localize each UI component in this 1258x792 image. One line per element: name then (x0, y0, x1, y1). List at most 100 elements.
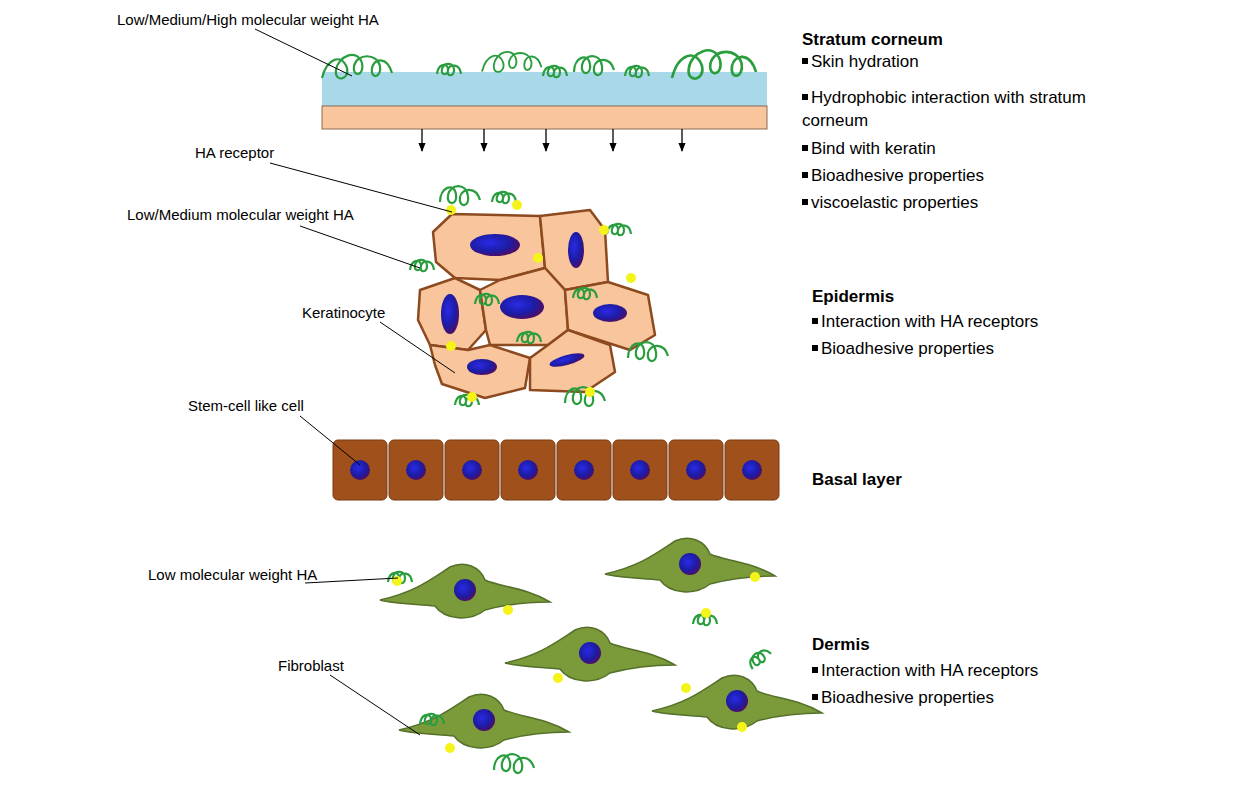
property-item: viscoelastic properties (802, 191, 978, 214)
property-item: Bind with keratin (802, 137, 936, 160)
callout-label: Stem-cell like cell (188, 397, 304, 415)
ha-receptor (553, 673, 563, 683)
ha-strand (672, 50, 756, 78)
cell-nucleus (470, 234, 520, 256)
leader-line (300, 416, 360, 465)
ha-receptor (467, 392, 477, 402)
fibroblast-cell (380, 564, 550, 618)
ha-receptor (750, 572, 760, 582)
ha-strand (607, 224, 631, 235)
ha-strand (492, 192, 516, 203)
layer-heading: Basal layer (812, 469, 902, 491)
property-item: Bioadhesive properties (802, 164, 984, 187)
fibroblast-cell (605, 538, 775, 592)
leader-line (270, 163, 452, 212)
basal-cell (725, 440, 779, 500)
callout-label: Low/Medium molecular weight HA (127, 206, 354, 224)
callout-label: Fibroblast (278, 657, 344, 675)
leader-line (305, 578, 398, 583)
keratinocyte-cell (480, 268, 568, 345)
penetration-arrow (483, 129, 484, 151)
keratinocyte-cell (530, 330, 615, 392)
ha-strand (746, 646, 772, 670)
basal-cell (445, 440, 499, 500)
leader-line (330, 675, 420, 735)
ha-strand (482, 52, 542, 72)
property-item: Bioadhesive properties (812, 686, 994, 709)
ha-receptor (392, 576, 402, 586)
leader-line (255, 29, 352, 76)
ha-receptor (681, 683, 691, 693)
ha-strand (494, 754, 534, 773)
penetration-arrow (421, 129, 422, 151)
cell-nucleus (679, 553, 701, 575)
cell-nucleus (579, 642, 601, 664)
ha-receptor (512, 200, 522, 210)
property-item: Bioadhesive properties (812, 337, 994, 360)
cell-nucleus (406, 460, 426, 480)
cell-nucleus (473, 709, 495, 731)
penetration-arrow (612, 129, 613, 151)
cell-nucleus (548, 351, 585, 370)
fibroblast-cell (399, 694, 569, 748)
cell-nucleus (630, 460, 650, 480)
keratinocyte-cell (418, 278, 486, 350)
cell-nucleus (574, 460, 594, 480)
keratinocyte-cell (433, 214, 545, 280)
ha-receptor (503, 605, 513, 615)
ha-receptor (446, 205, 456, 215)
ha-strand (517, 332, 541, 343)
ha-receptor (445, 743, 455, 753)
ha-strand (628, 342, 668, 361)
ha-strand (420, 714, 444, 725)
callout-label: Low/Medium/High molecular weight HA (117, 11, 379, 29)
ha-receptor (446, 341, 456, 351)
ha-receptor (737, 722, 747, 732)
fibroblast-cell (652, 675, 822, 729)
layer-heading: Dermis (812, 634, 870, 656)
property-item: Interaction with HA receptors (812, 659, 1038, 682)
penetration-arrow (681, 129, 682, 151)
ha-receptor (533, 253, 543, 263)
ha-receptor (585, 387, 595, 397)
cell-nucleus (568, 232, 584, 268)
cell-nucleus (462, 460, 482, 480)
cell-nucleus (350, 460, 370, 480)
layer-heading: Stratum corneum (802, 29, 943, 51)
leader-line (380, 322, 455, 373)
callout-label: Low molecular weight HA (148, 566, 317, 584)
ha-receptor (701, 608, 711, 618)
ha-receptor (599, 225, 609, 235)
basal-cell (389, 440, 443, 500)
cell-nucleus (742, 460, 762, 480)
ha-strand (573, 288, 597, 299)
ha-strand (440, 186, 480, 205)
basal-cell (557, 440, 611, 500)
ha-strand (574, 56, 614, 75)
cell-nucleus (441, 294, 459, 334)
cell-nucleus (500, 295, 544, 319)
basal-cell (669, 440, 723, 500)
layer-heading: Epidermis (812, 286, 894, 308)
ha-strand (543, 66, 567, 77)
basal-cell (613, 440, 667, 500)
ha-receptor (626, 273, 636, 283)
property-item: Skin hydration (802, 50, 919, 73)
ha-strand (625, 66, 649, 77)
cell-nucleus (467, 359, 497, 375)
keratinocyte-cell (430, 345, 530, 398)
cell-nucleus (593, 304, 627, 322)
leader-line (300, 226, 420, 268)
basal-cell (501, 440, 555, 500)
ha-strand (565, 387, 605, 406)
skin-band (322, 106, 767, 129)
property-item: Interaction with HA receptors (812, 310, 1038, 333)
callout-label: Keratinocyte (302, 304, 385, 322)
cell-nucleus (518, 460, 538, 480)
fibroblast-cell (505, 627, 675, 681)
penetration-arrow (545, 129, 546, 151)
cell-nucleus (726, 690, 748, 712)
cell-nucleus (686, 460, 706, 480)
